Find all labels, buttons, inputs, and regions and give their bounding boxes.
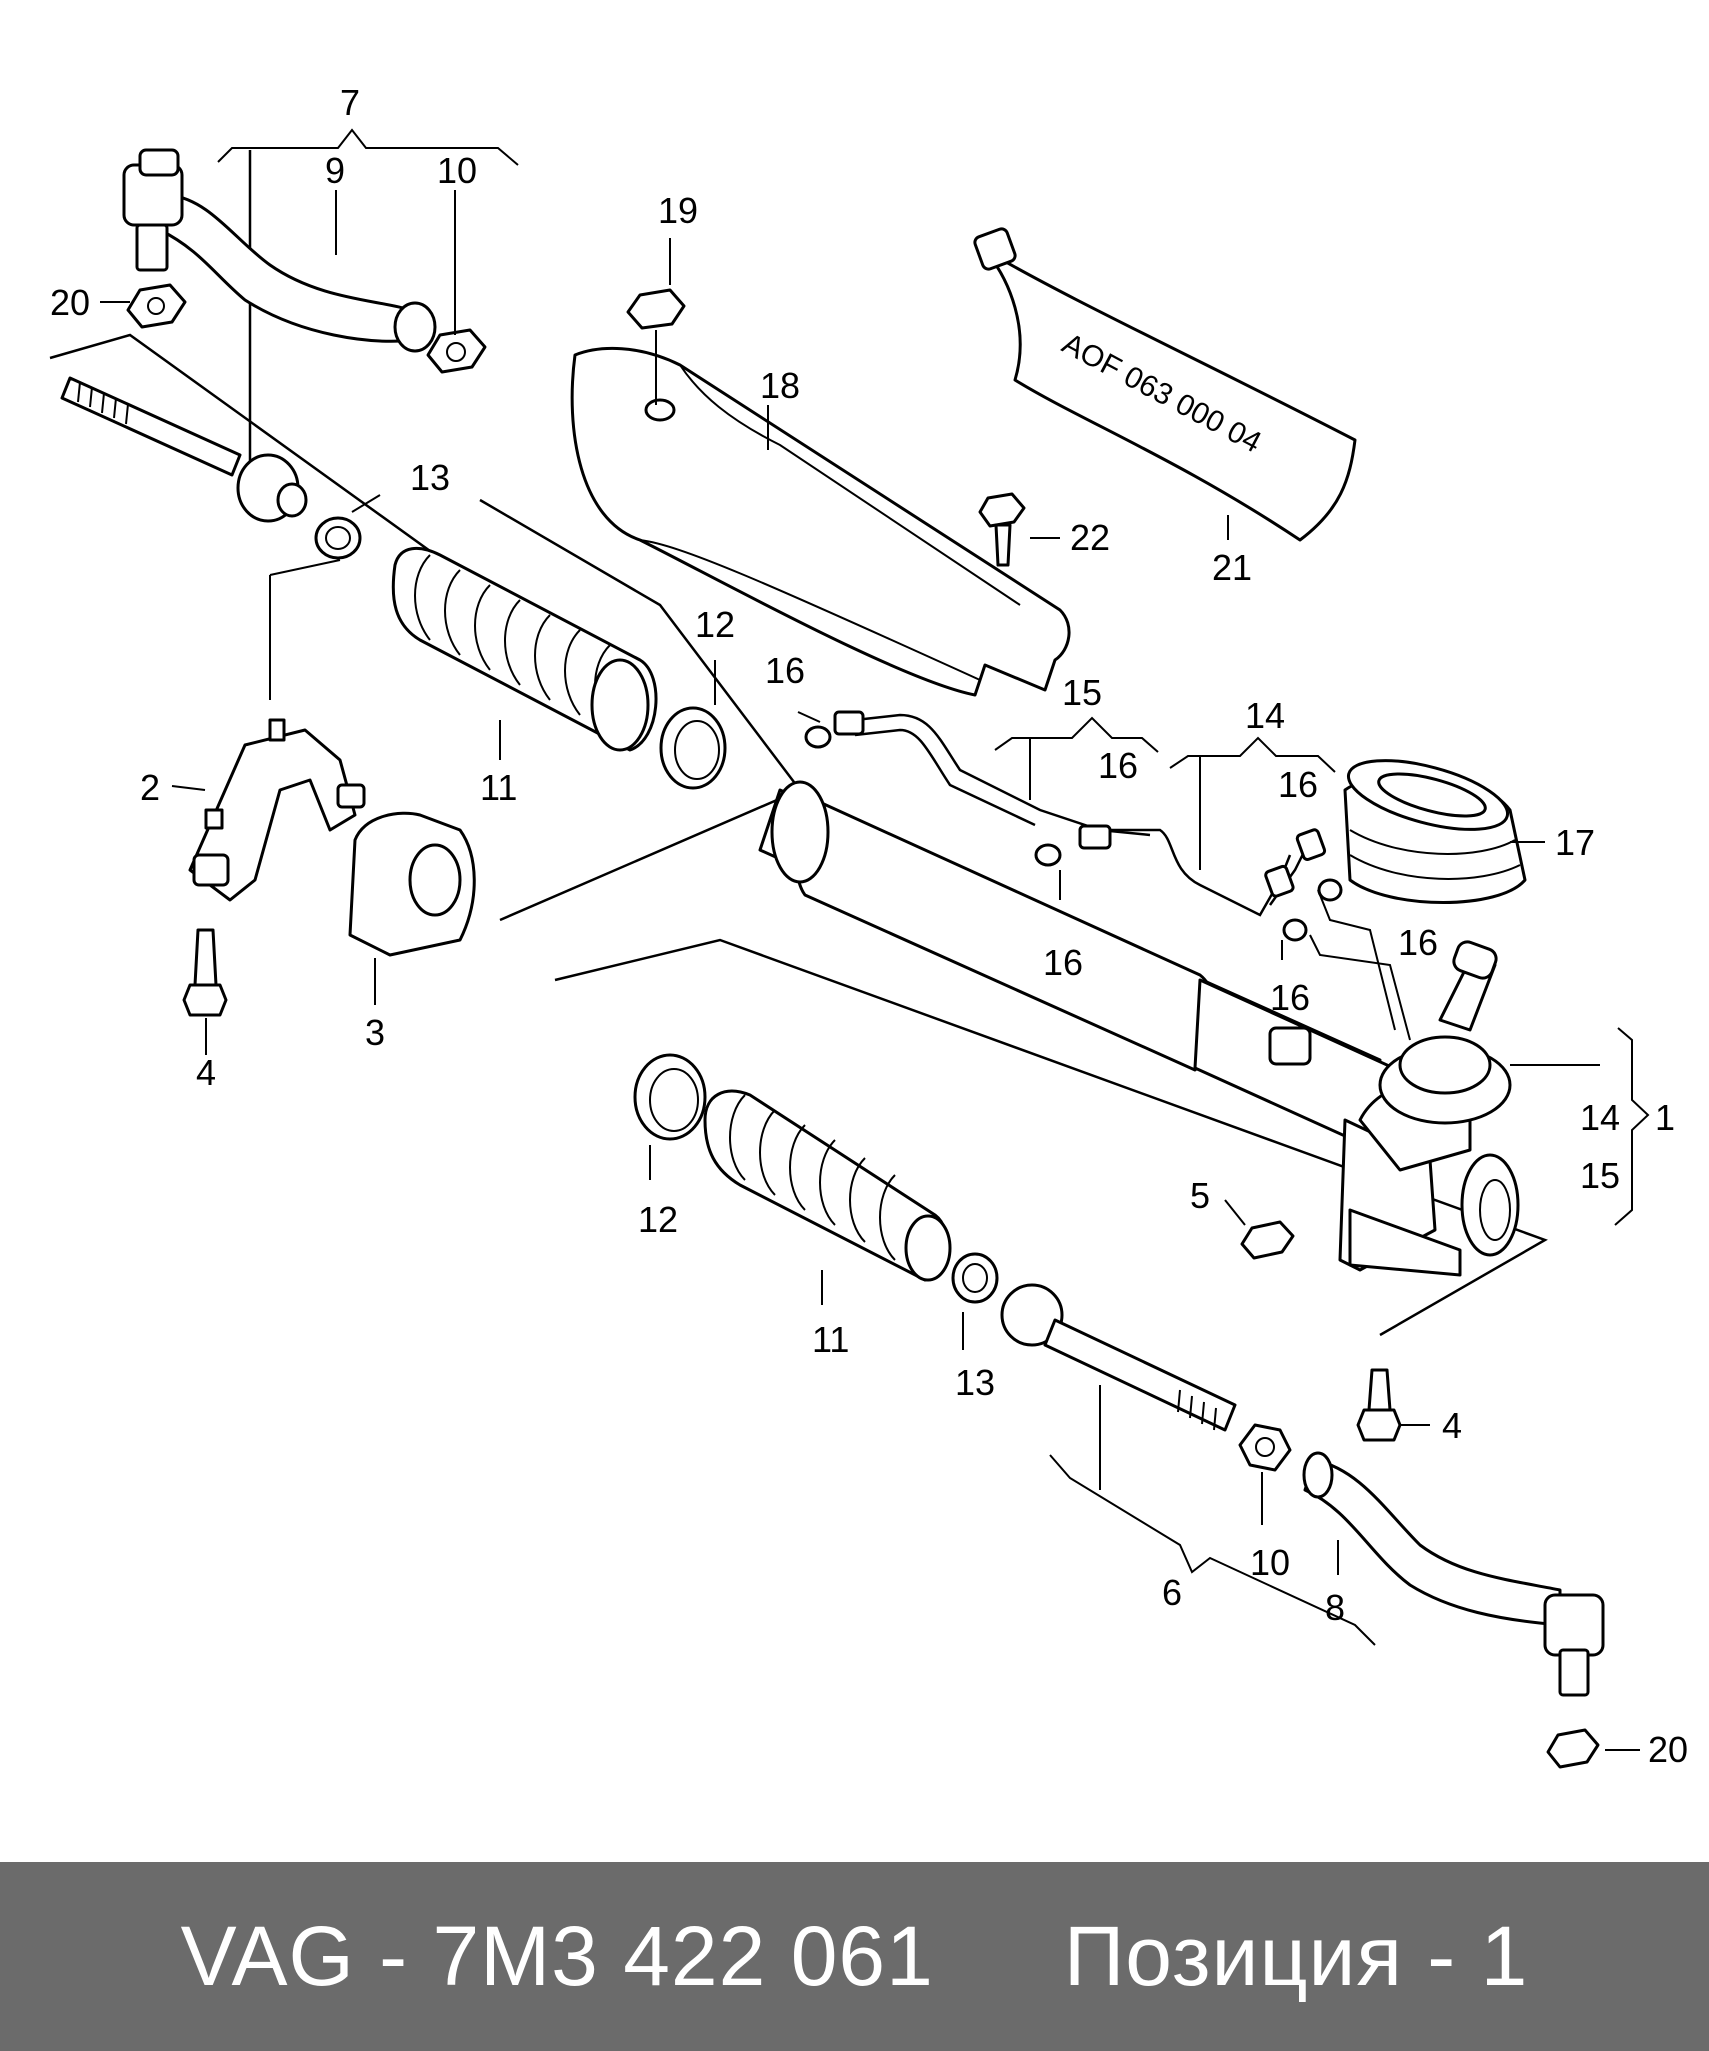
callout-21: 21 — [1212, 547, 1252, 588]
callout-1: 1 — [1655, 1097, 1675, 1138]
clamp-12-left — [659, 706, 727, 790]
callout-4-left: 4 — [196, 1052, 216, 1093]
boot-right — [703, 1089, 952, 1282]
tie-rod-end-right — [1302, 1451, 1605, 1697]
callout-11-right: 11 — [812, 1319, 849, 1360]
grease-tube-21: AOF 063 000 04 — [973, 227, 1357, 542]
bolt-4-left — [182, 928, 228, 1017]
callout-12-left: 12 — [695, 604, 735, 645]
hex-nut-20-left — [126, 283, 187, 329]
callout-22: 22 — [1070, 517, 1110, 558]
callout-16-c: 16 — [1278, 764, 1318, 805]
callout-16-b: 16 — [1098, 745, 1138, 786]
group-frames — [49, 150, 1548, 1337]
inner-tie-rod-left — [60, 376, 308, 523]
pipes-14-15 — [833, 710, 1327, 917]
callout-numbers: 7 9 10 20 13 12 11 2 3 4 19 18 22 21 16 … — [50, 82, 1688, 1770]
bracket-2 — [188, 718, 366, 902]
bolt-4-right — [1356, 1368, 1402, 1442]
callout-8: 8 — [1325, 1587, 1345, 1628]
callout-15-b: 15 — [1580, 1155, 1620, 1196]
callout-lines — [100, 128, 1650, 1751]
position-text: Позиция - 1 — [1063, 1909, 1529, 2003]
hex-nut-10-right — [1238, 1423, 1292, 1472]
nut-5 — [1240, 1220, 1295, 1260]
callout-10-top: 10 — [437, 150, 477, 191]
boot-17 — [1343, 759, 1527, 904]
callout-20-right: 20 — [1648, 1729, 1688, 1770]
nut-19 — [626, 288, 686, 405]
callout-14-b: 14 — [1580, 1097, 1620, 1138]
callout-13-left: 13 — [410, 457, 450, 498]
clamp-12-right — [633, 1053, 707, 1141]
callout-16-f: 16 — [1270, 977, 1310, 1018]
callout-2: 2 — [140, 767, 160, 808]
callout-19: 19 — [658, 190, 698, 231]
steering-rack-exploded-diagram: AOF 063 000 04 — [49, 82, 1688, 1770]
callout-15-a: 15 — [1062, 672, 1102, 713]
hex-nut-10-left — [426, 328, 487, 374]
callout-10-bottom: 10 — [1250, 1542, 1290, 1583]
callout-5: 5 — [1190, 1175, 1210, 1216]
clamp-13-right — [951, 1252, 999, 1304]
callout-11-left: 11 — [480, 767, 517, 808]
callout-12-right: 12 — [638, 1199, 678, 1240]
bushing-3 — [348, 811, 476, 957]
part-number-text: VAG - 7M3 422 061 — [180, 1909, 934, 2003]
tie-rod-end-left — [122, 148, 437, 353]
heat-shield-18 — [570, 347, 1071, 697]
callout-16-d: 16 — [1043, 942, 1083, 983]
callout-20-left: 20 — [50, 282, 90, 323]
callout-16-e: 16 — [1398, 922, 1438, 963]
callout-9: 9 — [325, 150, 345, 191]
part-number-banner: VAG - 7M3 422 061 Позиция - 1 — [0, 1862, 1709, 2051]
hex-nut-20-right — [1546, 1728, 1600, 1769]
clamp-13-left — [314, 516, 362, 560]
valve-body-17-seat — [1378, 940, 1512, 1125]
bolt-22 — [978, 492, 1026, 567]
callout-13-right: 13 — [955, 1362, 995, 1403]
boot-left — [391, 546, 658, 752]
callout-3: 3 — [365, 1012, 385, 1053]
callout-17: 17 — [1555, 822, 1595, 863]
callout-18: 18 — [760, 365, 800, 406]
callout-16-a: 16 — [765, 650, 805, 691]
callout-4-right: 4 — [1442, 1405, 1462, 1446]
inner-tie-rod-right — [1000, 1283, 1237, 1432]
callout-7: 7 — [340, 82, 360, 123]
callout-14-a: 14 — [1245, 695, 1285, 736]
callout-6: 6 — [1162, 1572, 1182, 1613]
